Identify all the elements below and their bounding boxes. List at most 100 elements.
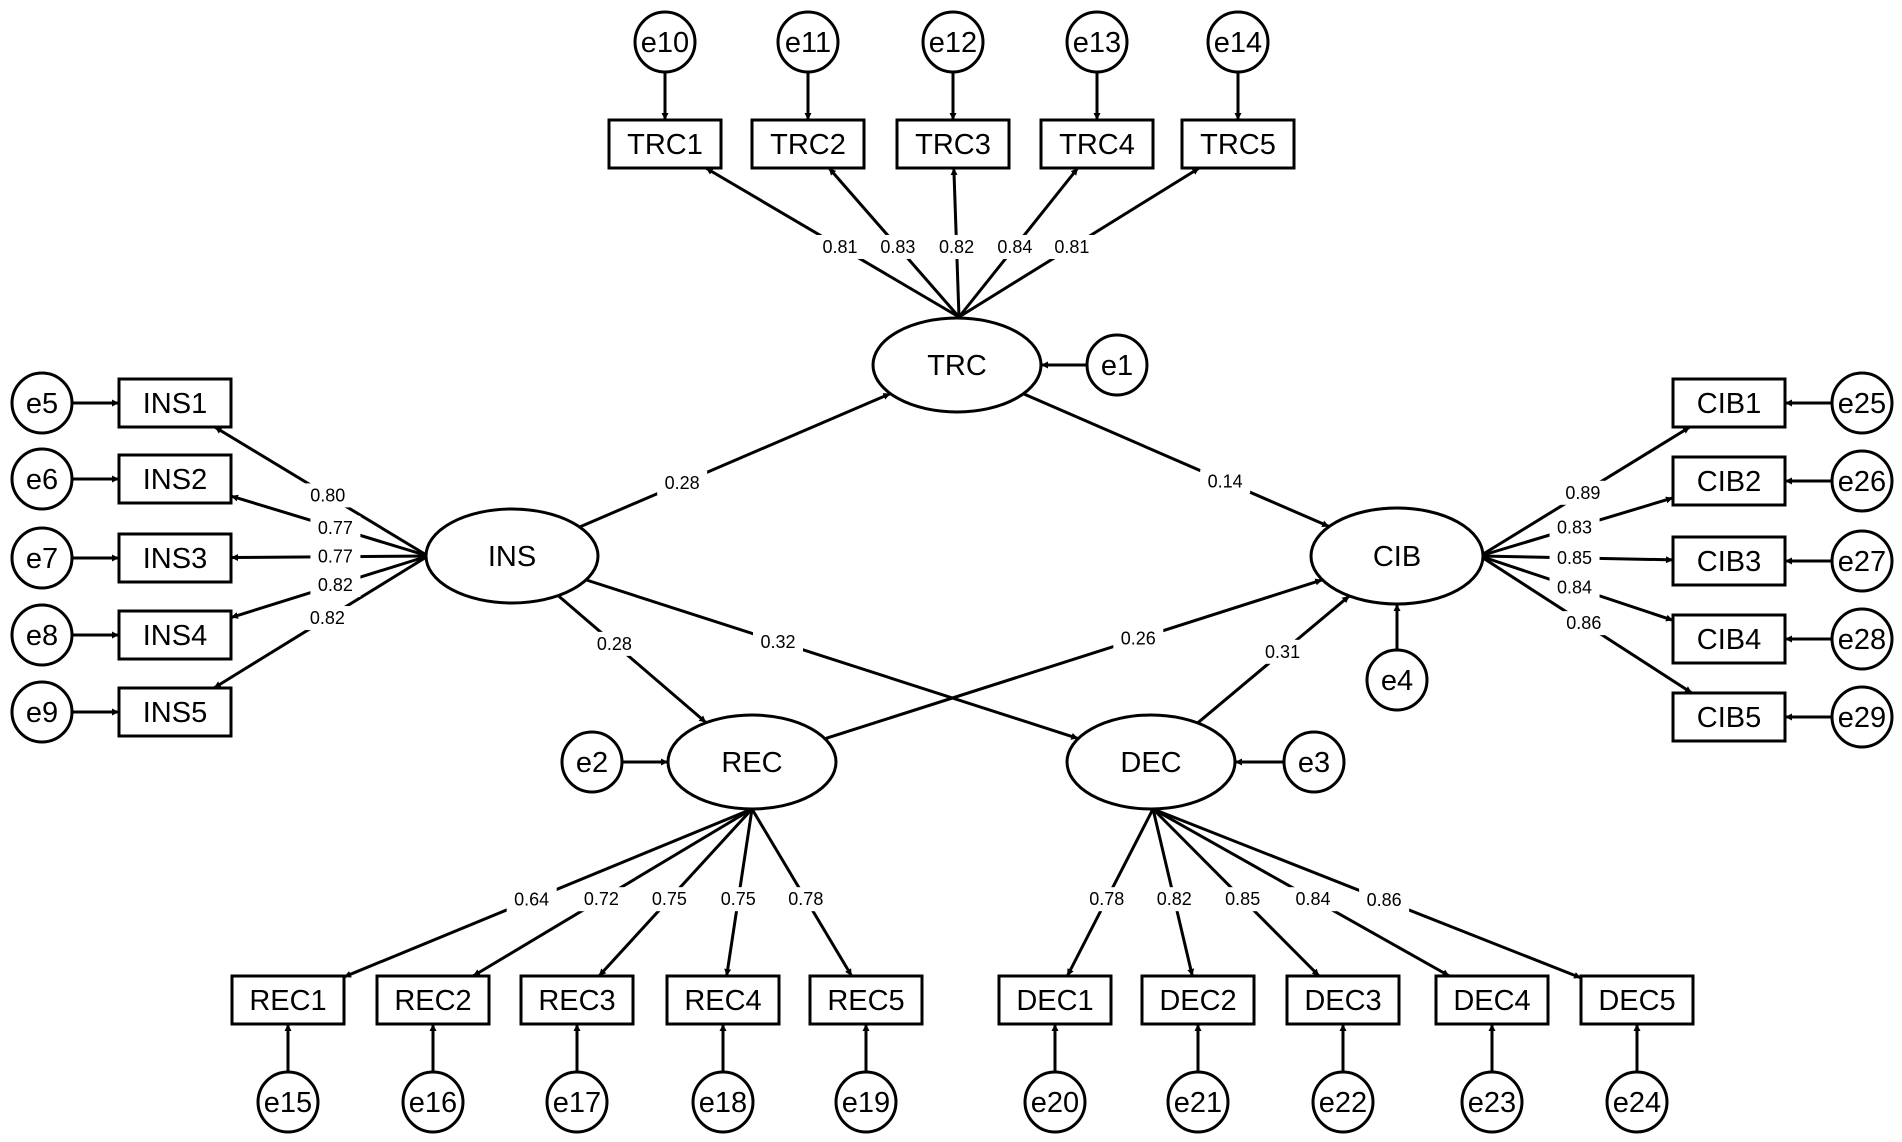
loading-value-cib4: 0.84 (1557, 578, 1592, 598)
indicator-ins1-label: INS1 (143, 388, 207, 420)
loading-value-dec3: 0.85 (1225, 889, 1260, 909)
path-coef-rec-to-cib: 0.26 (1121, 629, 1156, 649)
indicator-rec3 (519, 974, 635, 1026)
error-e24-label: e24 (1613, 1087, 1661, 1119)
indicator-trc4-label: TRC4 (1059, 129, 1135, 161)
error-e16 (401, 1070, 465, 1134)
path-coef-ins-to-dec-backdrop (753, 629, 804, 654)
loading-value-trc2-backdrop (872, 234, 923, 259)
error-e11-label: e11 (785, 27, 831, 59)
disturbance-e2-label: e2 (576, 747, 608, 779)
indicator-ins1 (117, 377, 233, 429)
loading-value-cib1: 0.89 (1565, 483, 1600, 503)
error-e17 (545, 1070, 609, 1134)
path-rec-to-cib (824, 578, 1323, 741)
indicator-dec2 (1140, 974, 1256, 1026)
path-trc-to-cib (1022, 392, 1330, 528)
error-e13-label: e13 (1073, 27, 1121, 59)
indicator-ins5-label: INS5 (143, 697, 207, 729)
path-coef-rec-to-cib-backdrop (1113, 626, 1164, 651)
disturbance-e3 (1282, 730, 1346, 794)
indicator-trc3 (895, 118, 1011, 170)
loading-value-trc3-backdrop (931, 234, 982, 259)
error-e17-label: e17 (553, 1087, 601, 1119)
loading-value-cib4-backdrop (1549, 575, 1600, 600)
indicator-cib4-label: CIB4 (1697, 624, 1761, 656)
disturbance-e3-label: e3 (1298, 747, 1330, 779)
path-coef-dec-to-cib-backdrop (1257, 639, 1308, 664)
path-coef-ins-to-rec: 0.28 (597, 634, 632, 654)
indicator-rec2-label: REC2 (394, 985, 471, 1017)
error-e28-label: e28 (1838, 624, 1886, 656)
loading-value-ins3-backdrop (310, 544, 361, 569)
loading-value-trc5-backdrop (1046, 234, 1097, 259)
latent-cib-label: CIB (1373, 541, 1421, 573)
loading-value-dec2: 0.82 (1157, 889, 1192, 909)
loading-value-dec4-backdrop (1288, 887, 1339, 912)
loading-value-ins4-backdrop (310, 572, 361, 597)
latent-rec (666, 713, 838, 811)
indicator-dec1 (997, 974, 1113, 1026)
indicator-trc2 (750, 118, 866, 170)
error-e13 (1065, 10, 1129, 74)
indicator-dec4 (1434, 974, 1550, 1026)
indicator-cib1-label: CIB1 (1697, 388, 1761, 420)
error-e18-label: e18 (699, 1087, 747, 1119)
loading-value-dec4: 0.84 (1296, 889, 1331, 909)
error-e16-label: e16 (409, 1087, 457, 1119)
loading-value-cib5-backdrop (1558, 611, 1609, 636)
error-e7-label: e7 (26, 543, 58, 575)
loading-value-trc4-backdrop (989, 234, 1040, 259)
path-ins-to-rec (557, 594, 708, 724)
error-e12-label: e12 (929, 27, 977, 59)
indicator-cib2-label: CIB2 (1697, 466, 1761, 498)
loading-value-rec5: 0.78 (788, 889, 823, 909)
error-e26 (1830, 449, 1894, 513)
indicator-cib3 (1671, 535, 1787, 587)
loading-value-rec5-backdrop (780, 887, 831, 912)
error-e29 (1830, 685, 1894, 749)
path-coef-trc-to-cib-backdrop (1200, 469, 1251, 494)
indicator-cib1 (1671, 377, 1787, 429)
indicator-ins2-label: INS2 (143, 464, 207, 496)
error-e12 (921, 10, 985, 74)
error-e6 (10, 447, 74, 511)
indicator-rec1-label: REC1 (249, 985, 326, 1017)
error-e9-label: e9 (26, 697, 58, 729)
path-coef-ins-to-trc: 0.28 (665, 473, 700, 493)
indicator-rec2 (375, 974, 491, 1026)
loading-value-dec1-backdrop (1081, 887, 1132, 912)
loading-value-rec3-backdrop (644, 887, 695, 912)
error-e9 (10, 680, 74, 744)
indicator-cib2 (1671, 455, 1787, 507)
error-e11 (776, 10, 840, 74)
loading-value-cib2: 0.83 (1557, 518, 1592, 538)
disturbance-e1 (1085, 333, 1149, 397)
path-coef-trc-to-cib: 0.14 (1208, 471, 1243, 491)
indicator-cib5 (1671, 691, 1787, 743)
latent-trc (871, 316, 1043, 414)
latent-cib (1309, 506, 1485, 606)
indicator-rec3-label: REC3 (538, 985, 615, 1017)
error-e19-label: e19 (842, 1087, 890, 1119)
loading-value-trc4: 0.84 (997, 237, 1032, 257)
loading-value-dec2-backdrop (1149, 887, 1200, 912)
latent-ins (424, 507, 600, 605)
indicator-dec3-label: DEC3 (1304, 985, 1381, 1017)
path-coef-ins-to-rec-backdrop (589, 631, 640, 656)
loading-value-ins2: 0.77 (318, 518, 353, 538)
loading-value-trc5: 0.81 (1054, 237, 1089, 257)
error-e5 (10, 371, 74, 435)
loading-value-dec1: 0.78 (1089, 889, 1124, 909)
error-e23 (1460, 1070, 1524, 1134)
error-e18 (691, 1070, 755, 1134)
indicator-dec3 (1285, 974, 1401, 1026)
indicator-ins2 (117, 453, 233, 505)
loading-value-rec4: 0.75 (721, 889, 756, 909)
loading-value-ins4: 0.82 (318, 575, 353, 595)
indicator-trc4 (1039, 118, 1155, 170)
loading-value-trc1-backdrop (814, 234, 865, 259)
error-e21 (1166, 1070, 1230, 1134)
indicator-trc1-label: TRC1 (627, 129, 703, 161)
